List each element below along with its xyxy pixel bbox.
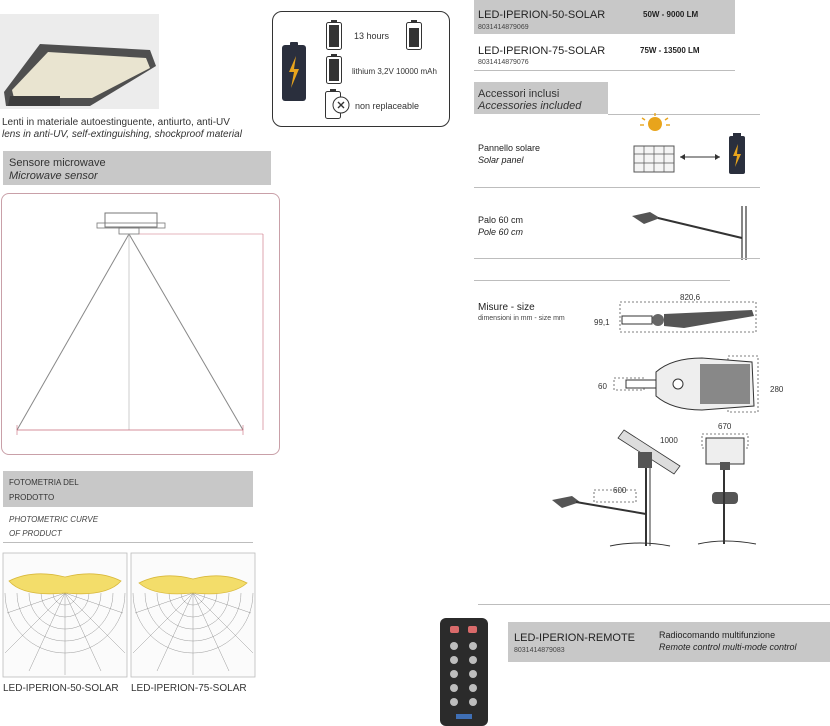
solar-panel-label-it: Pannello solare [478,143,541,153]
product-code-50: 8031414879069 [478,24,529,31]
product-photo [0,14,159,109]
accessories-title-en: Accessories included [478,100,582,112]
lens-text-en: lens in anti-UV, self-extinguishing, sho… [2,129,242,140]
dim-panel: 1000 [660,436,678,445]
front-view-drawing [697,433,757,545]
sensor-diagram [1,193,280,455]
photometric-curve-75 [130,552,256,678]
sensor-title-en: Microwave sensor [9,170,98,182]
remote-code: 8031414879083 [514,647,565,654]
remote-band [508,622,830,662]
product-spec-50: 50W - 9000 LM [643,10,699,19]
dim-span: 670 [718,422,732,431]
sizes-subtitle: dimensioni in mm - size mm [478,315,565,322]
pole-label-en: Pole 60 cm [478,227,524,237]
dim-width: 280 [770,385,784,394]
product-row-50-band [474,0,735,34]
photometry-title-it-2: PRODOTTO [9,493,55,502]
pole-label-it: Palo 60 cm [478,215,524,225]
remote-desc-en: Remote control multi-mode control [659,642,797,652]
solar-divider [474,187,760,188]
dim-length: 820,6 [680,293,701,302]
dim-arm: 600 [613,486,627,495]
battery-full-icon [326,20,342,50]
battery-box [272,11,450,127]
battery-charge-icon [282,42,306,101]
remote-control-image [440,618,488,726]
products-divider [474,70,735,71]
accessories-title-it: Accessori inclusi [478,88,560,100]
sensor-title-it: Sensore microwave [9,157,106,169]
battery-replace-text: non replaceable [355,101,420,111]
accessories-band [474,82,608,114]
photometry-title-en-2: OF PRODUCT [9,529,62,538]
photometry-title-en-1: PHOTOMETRIC CURVE [9,515,99,524]
product-spec-75: 75W - 13500 LM [640,46,700,55]
battery-lithium-icon [326,54,342,84]
sensor-band [3,151,271,185]
curve-label-75: LED-IPERION-75-SOLAR [131,683,247,694]
photometry-title-it-1: FOTOMETRIA DEL [9,478,79,487]
product-name-75: LED-IPERION-75-SOLAR [478,45,606,57]
accessories-rule [608,114,760,115]
battery-spec: lithium 3,2V 10000 mAh [352,67,437,76]
installation-drawing [552,429,681,547]
battery-hours: 13 hours [354,31,390,41]
remote-divider [478,604,830,605]
product-name-50: LED-IPERION-50-SOLAR [478,9,606,21]
solar-panel-label-en: Solar panel [478,155,524,165]
sizes-title: Misure - size [478,302,535,313]
sensor-cone-drawing [16,212,264,435]
lens-text-it: Lenti in materiale autoestinguente, anti… [2,117,230,128]
curve-label-50: LED-IPERION-50-SOLAR [3,683,119,694]
photometric-curve-50 [2,552,128,678]
dim-neck: 60 [598,382,607,391]
pole-drawing [632,206,747,260]
top-view-drawing [613,355,759,413]
photometry-band [3,471,253,507]
solar-panel-drawing [633,113,745,174]
product-code-75: 8031414879076 [478,59,529,66]
battery-level-icon [406,20,422,50]
photometry-divider [3,542,253,543]
pole-divider [474,258,760,259]
remote-name: LED-IPERION-REMOTE [514,632,636,644]
remote-desc-it: Radiocomando multifunzione [659,630,776,640]
battery-no-replace-icon [325,89,350,119]
dim-height: 99,1 [594,318,610,327]
sizes-divider [474,280,730,281]
side-view-drawing [619,301,757,333]
